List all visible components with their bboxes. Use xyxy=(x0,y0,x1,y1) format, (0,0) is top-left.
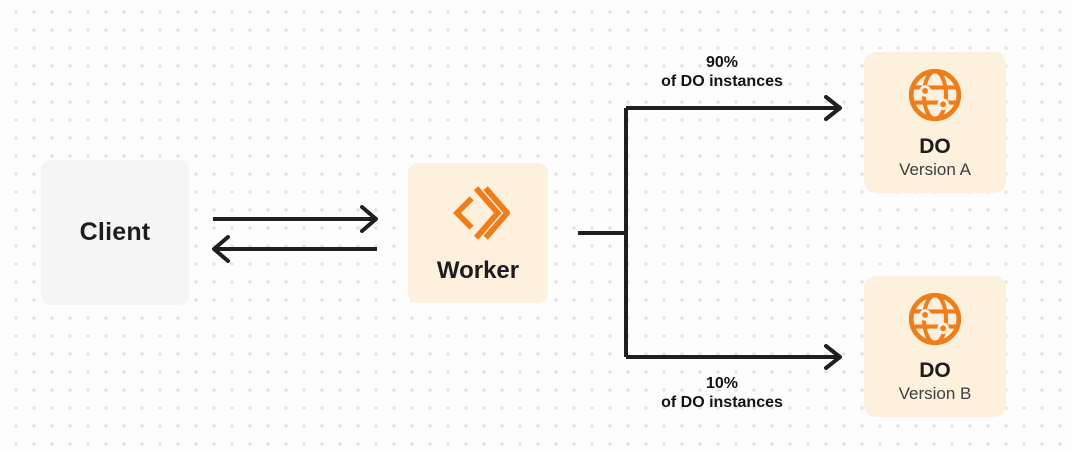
do-version-b-node: DO Version B xyxy=(864,276,1006,417)
split-label-90: 90% of DO instances xyxy=(622,53,822,91)
arrow-to-do-version-b xyxy=(626,344,842,370)
do-a-title: DO xyxy=(919,135,951,158)
arrow-client-to-worker xyxy=(213,205,378,233)
split-percent-90: 90% xyxy=(705,54,739,71)
cloudflare-workers-icon xyxy=(452,186,510,240)
split-caption-90: of DO instances xyxy=(661,73,783,90)
globe-icon xyxy=(908,292,962,346)
client-label: Client xyxy=(79,218,151,246)
arrow-to-do-version-a xyxy=(626,95,842,121)
client-node: Client xyxy=(41,160,189,305)
globe-icon xyxy=(908,68,962,122)
split-percent-10: 10% xyxy=(705,375,739,392)
split-caption-10: of DO instances xyxy=(661,394,783,411)
do-b-subtitle: Version B xyxy=(898,384,972,403)
do-b-title: DO xyxy=(919,359,951,382)
worker-label: Worker xyxy=(436,257,520,284)
worker-node: Worker xyxy=(408,163,548,303)
arrow-worker-to-client xyxy=(212,235,377,263)
split-label-10: 10% of DO instances xyxy=(622,374,822,412)
do-a-subtitle: Version A xyxy=(899,160,971,179)
branch-tee-line xyxy=(578,108,628,357)
do-version-a-node: DO Version A xyxy=(864,52,1006,193)
